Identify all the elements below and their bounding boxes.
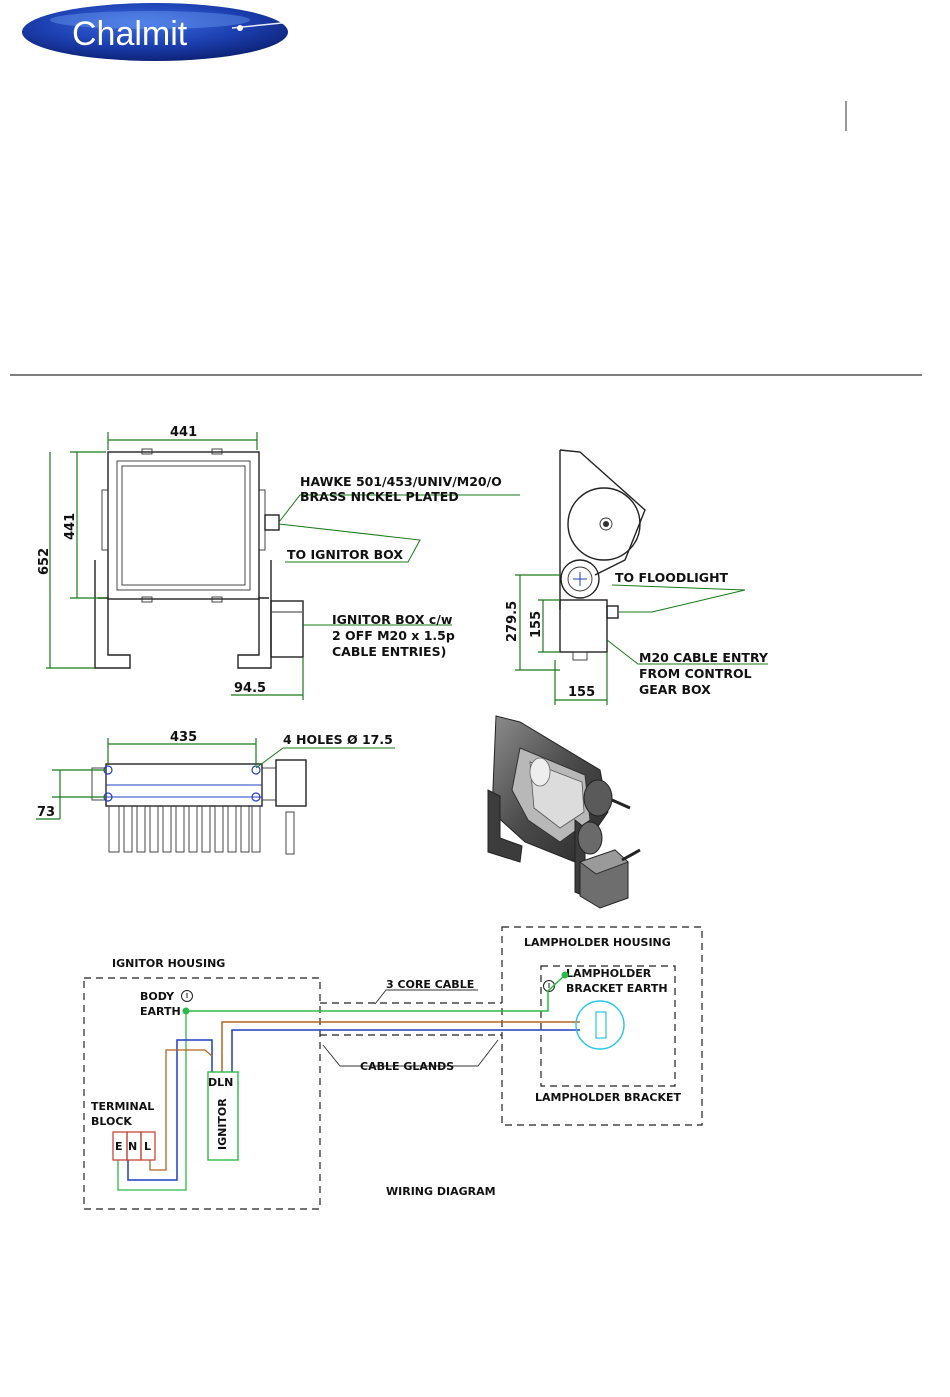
- terminal-n: N: [128, 1140, 137, 1153]
- callout-box-2: 2 OFF M20 x 1.5p: [332, 628, 455, 643]
- lampholder-earth-1: LAMPHOLDER: [566, 967, 652, 980]
- ignitor-block: [207, 1071, 239, 1161]
- front-view: 441 441 652 94.5 HAWKE 501/453/UNIV/M20/…: [37, 425, 520, 700]
- front-dim-height-inner: 441: [63, 513, 78, 540]
- floodlight-render: [487, 715, 641, 909]
- wiring-diagram: IGNITOR HOUSING LAMPHOLDER HOUSING LAMPH…: [83, 926, 703, 1210]
- callout-to-ignitor: TO IGNITOR BOX: [287, 547, 403, 562]
- terminal-l: L: [144, 1140, 151, 1153]
- callout-entry-3: GEAR BOX: [639, 682, 711, 697]
- wiring-title: WIRING DIAGRAM: [386, 1185, 496, 1198]
- cable-label: 3 CORE CABLE: [386, 978, 474, 991]
- ignitor-label: IGNITOR: [216, 1098, 229, 1150]
- side-dim-height: 279.5: [505, 601, 520, 642]
- side-view: 279.5 155 155 TO FLOODLIGHT M20 CABLE EN…: [505, 449, 769, 705]
- lampholder-housing-label: LAMPHOLDER HOUSING: [524, 936, 671, 949]
- callout-entry-1: M20 CABLE ENTRY: [639, 650, 769, 665]
- callout-holes: 4 HOLES Ø 17.5: [283, 732, 393, 747]
- lampholder-bracket-label: LAMPHOLDER BRACKET: [535, 1091, 682, 1104]
- callout-to-floodlight: TO FLOODLIGHT: [615, 570, 729, 585]
- side-dim-box-height: 155: [529, 611, 544, 638]
- side-dim-box-width: 155: [568, 685, 595, 700]
- chalmit-logo: Chalmit: [22, 3, 293, 61]
- callout-hawke-1: HAWKE 501/453/UNIV/M20/O: [300, 474, 502, 489]
- lampholder-earth-2: BRACKET EARTH: [566, 982, 668, 995]
- top-view: 435 73 4 HOLES Ø 17.5: [36, 730, 395, 855]
- top-dim-depth: 73: [37, 805, 55, 820]
- logo-text: Chalmit: [72, 15, 188, 53]
- body-earth-2: EARTH: [140, 1005, 181, 1018]
- callout-entry-2: FROM CONTROL: [639, 666, 752, 681]
- front-dim-offset: 94.5: [234, 681, 266, 696]
- callout-box-3: CABLE ENTRIES): [332, 644, 446, 659]
- terminal-e: E: [115, 1140, 123, 1153]
- ignitor-housing-label: IGNITOR HOUSING: [112, 957, 225, 970]
- terminal-label-1: TERMINAL: [91, 1100, 154, 1113]
- front-dim-width: 441: [170, 425, 197, 440]
- ignitor-terms: DLN: [208, 1076, 233, 1089]
- lamp-icon: [575, 1000, 625, 1050]
- terminal-label-2: BLOCK: [91, 1115, 132, 1128]
- callout-hawke-2: BRASS NICKEL PLATED: [300, 489, 459, 504]
- top-dim-width: 435: [170, 730, 197, 745]
- body-earth-1: BODY: [140, 990, 175, 1003]
- front-dim-height-total: 652: [37, 548, 52, 575]
- callout-box-1: IGNITOR BOX c/w: [332, 612, 453, 627]
- glands-label: CABLE GLANDS: [360, 1060, 454, 1073]
